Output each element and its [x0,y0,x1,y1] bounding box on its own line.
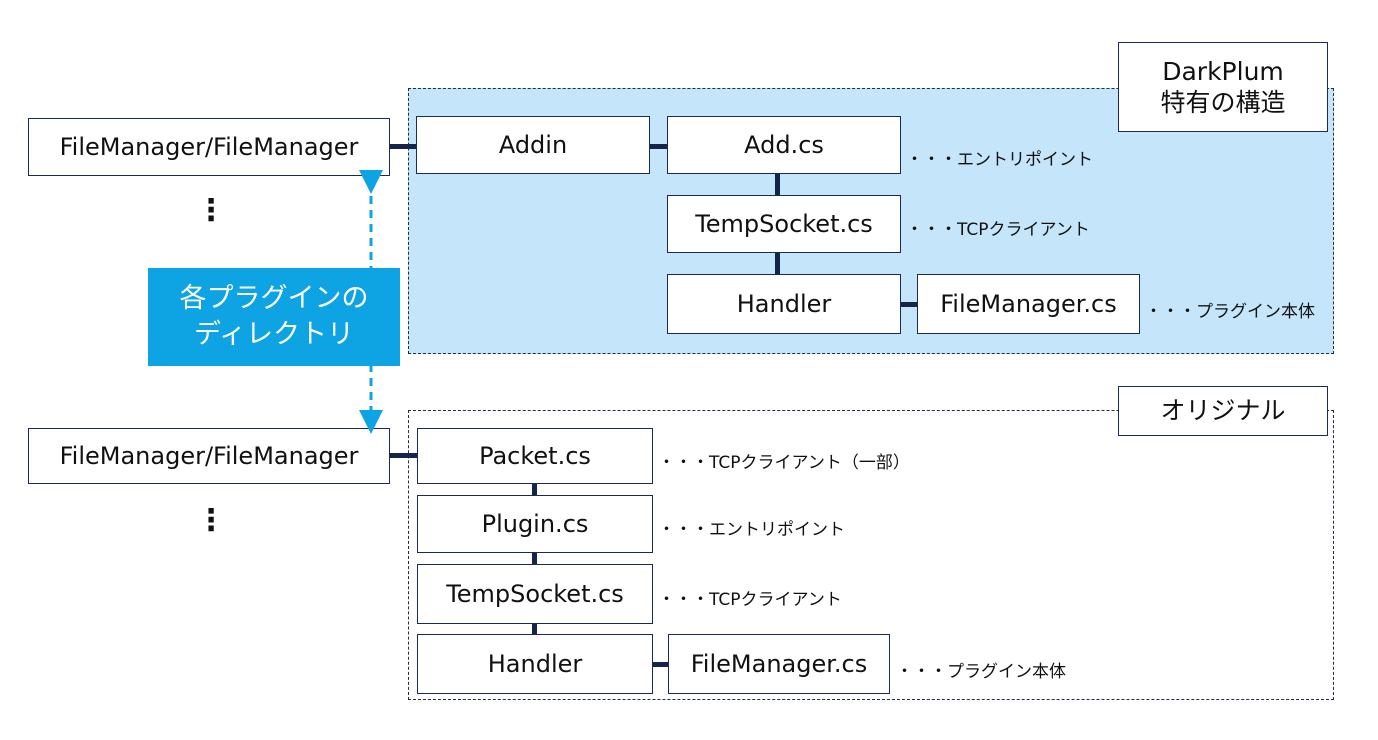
connector-handler-filemanager [901,302,917,307]
dp-filemanager-note: ・・・プラグイン本体 [1145,302,1315,322]
connector-dir-packet [390,453,417,458]
filemanager-dir-label-top: FileManager/FileManager [59,133,359,161]
addin-label: Addin [498,131,568,159]
orig-filemanager-note: ・・・プラグイン本体 [896,662,1066,682]
dp-filemanager-box: FileManager.cs [917,274,1140,334]
plugin-box: Plugin.cs [417,495,653,553]
connector-tempsocket-handler-orig [532,624,537,634]
connector-addin-add [650,144,667,149]
plugin-label: Plugin.cs [481,510,589,538]
darkplum-tag-line1: DarkPlum [1162,56,1284,86]
connector-dir-addin [390,144,416,149]
orig-tempsocket-label: TempSocket.cs [446,580,624,608]
dp-tempsocket-note: ・・・TCPクライアント [906,220,1090,240]
dp-tempsocket-label: TempSocket.cs [695,210,873,238]
orig-filemanager-box: FileManager.cs [668,634,890,694]
callout-line2: ディレクトリ [193,319,355,350]
orig-handler-label: Handler [487,650,583,678]
callout-line1: 各プラグインの [179,282,369,314]
ellipsis-bottom: ⋮ [196,503,226,538]
plugin-note: ・・・エントリポイント [658,520,845,540]
add-cs-label: Add.cs [744,131,824,159]
dp-tempsocket-box: TempSocket.cs [667,195,901,253]
add-cs-note: ・・・エントリポイント [906,150,1093,170]
ellipsis-top: ⋮ [196,193,226,228]
plugin-directory-callout: 各プラグインの ディレクトリ [148,268,400,366]
original-tag: オリジナル [1118,386,1328,436]
darkplum-tag-line2: 特有の構造 [1160,88,1286,117]
packet-note: ・・・TCPクライアント（一部） [658,453,910,473]
filemanager-dir-box-top: FileManager/FileManager [28,118,390,176]
packet-label: Packet.cs [479,442,591,470]
orig-filemanager-label: FileManager.cs [690,650,868,678]
packet-box: Packet.cs [417,428,653,484]
connector-handler-filemanager-orig [653,662,668,667]
connector-packet-plugin [532,484,537,495]
dp-filemanager-label: FileManager.cs [940,290,1117,318]
filemanager-dir-label-bottom: FileManager/FileManager [59,442,359,470]
add-cs-box: Add.cs [667,116,901,174]
orig-handler-box: Handler [417,634,653,694]
dp-handler-box: Handler [667,274,901,334]
darkplum-tag: DarkPlum 特有の構造 [1118,42,1328,132]
connector-add-tempsocket [775,174,780,195]
connector-plugin-tempsocket [532,553,537,564]
filemanager-dir-box-bottom: FileManager/FileManager [28,428,390,484]
addin-box: Addin [416,116,650,174]
orig-tempsocket-note: ・・・TCPクライアント [658,590,842,610]
orig-tempsocket-box: TempSocket.cs [417,564,653,624]
original-tag-label: オリジナル [1160,396,1286,426]
dp-handler-label: Handler [736,290,832,318]
connector-tempsocket-handler [775,253,780,274]
